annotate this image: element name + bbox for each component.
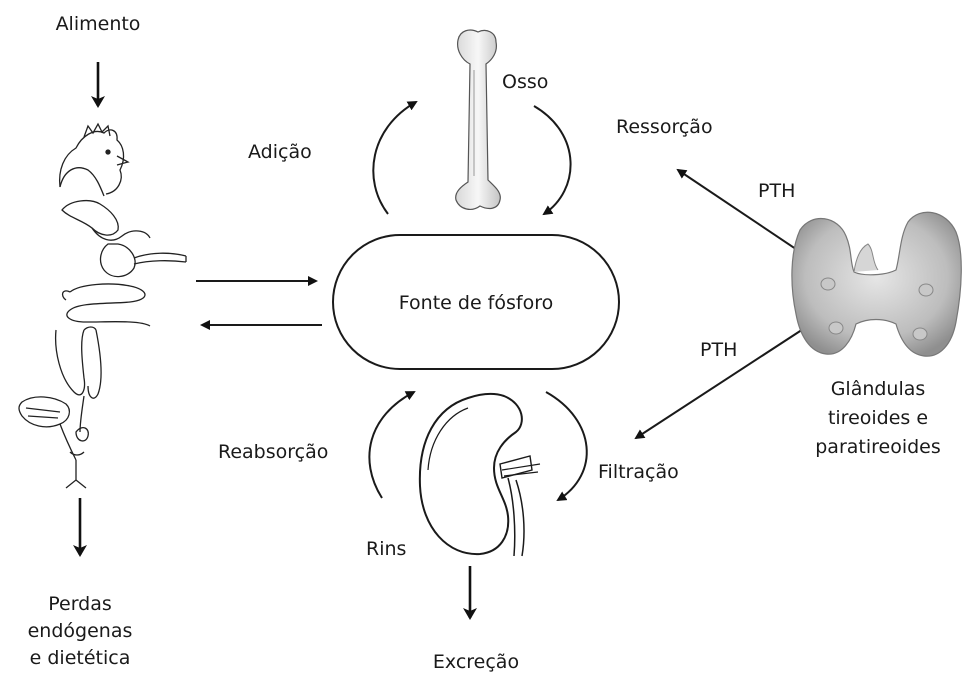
addition-label: Adição [248, 141, 312, 163]
glands-label-line-3: paratireoides [815, 436, 941, 458]
food-label: Alimento [56, 13, 141, 35]
glands-label-line-2: tireoides e [828, 407, 928, 429]
thyroid-gland-icon [791, 211, 962, 357]
pth-lower-label: PTH [700, 339, 737, 361]
reabsorption-label: Reabsorção [218, 441, 328, 463]
kidneys-label: Rins [366, 538, 406, 560]
losses-label-line-3: e dietética [30, 647, 131, 669]
chicken-digestive-tract-icon [18, 122, 187, 489]
losses-label-line-2: endógenas [28, 620, 133, 642]
losses-label-line-1: Perdas [48, 593, 112, 615]
phosphorus-source-label: Fonte de fósforo [399, 292, 553, 314]
bone-label: Osso [502, 71, 548, 93]
kidney-icon [418, 392, 541, 557]
phosphorus-source-box [332, 234, 620, 370]
addition-arrow [372, 101, 418, 215]
filtration-arrow [545, 391, 588, 502]
pth-upper-label: PTH [758, 180, 795, 202]
glands-label-line-1: Glândulas [831, 378, 926, 400]
resorption-label: Ressorção [616, 116, 713, 138]
bone-release-arrow [533, 105, 572, 216]
reabsorption-arrow [368, 391, 416, 499]
filtration-label: Filtração [598, 461, 679, 483]
femur-bone-icon [455, 29, 501, 210]
excretion-label: Excreção [433, 651, 519, 673]
